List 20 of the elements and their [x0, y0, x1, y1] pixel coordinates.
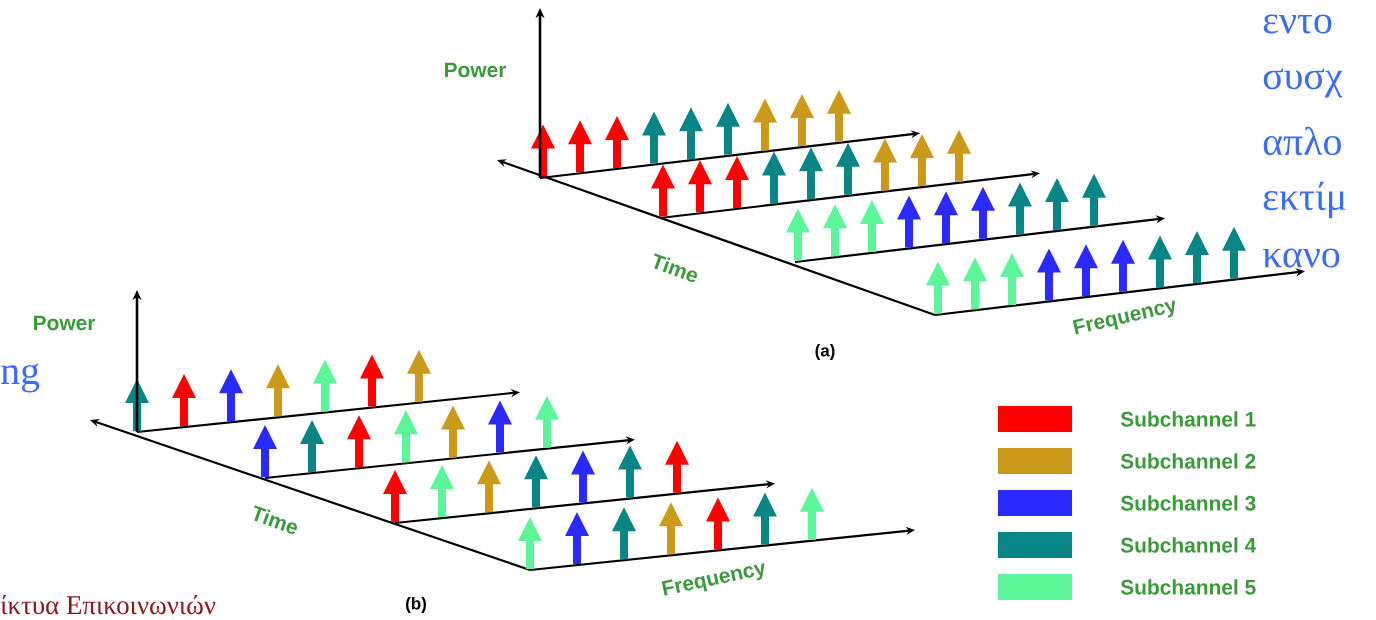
slide-text: ίκτυα Επικοινωνιών: [0, 595, 216, 615]
axis-label: Time: [654, 253, 697, 282]
axis-label: Time: [254, 505, 297, 534]
slide-text: κανο: [1262, 248, 1340, 268]
legend-label: Subchannel 5: [1120, 579, 1256, 595]
axis-label: Power: [445, 62, 507, 78]
panel-label: (a): [815, 344, 835, 360]
legend-label: Subchannel 4: [1120, 537, 1257, 553]
axis-label: Frequency: [661, 563, 765, 596]
legend-label: Subchannel 2: [1120, 453, 1256, 469]
slide-text: απλο: [1263, 126, 1341, 156]
axis-label: Frequency: [1072, 300, 1176, 335]
panel-label: (b): [406, 597, 426, 613]
slide-text: συσχ: [1263, 68, 1343, 98]
slide-text: εκτίμ: [1263, 181, 1346, 219]
legend-label: Subchannel 1: [1120, 411, 1256, 427]
slide-text: εντο: [1263, 14, 1332, 34]
axis-label: Power: [34, 315, 96, 331]
legend-label: Subchannel 3: [1120, 495, 1256, 511]
slide-text: ng: [1, 363, 40, 393]
